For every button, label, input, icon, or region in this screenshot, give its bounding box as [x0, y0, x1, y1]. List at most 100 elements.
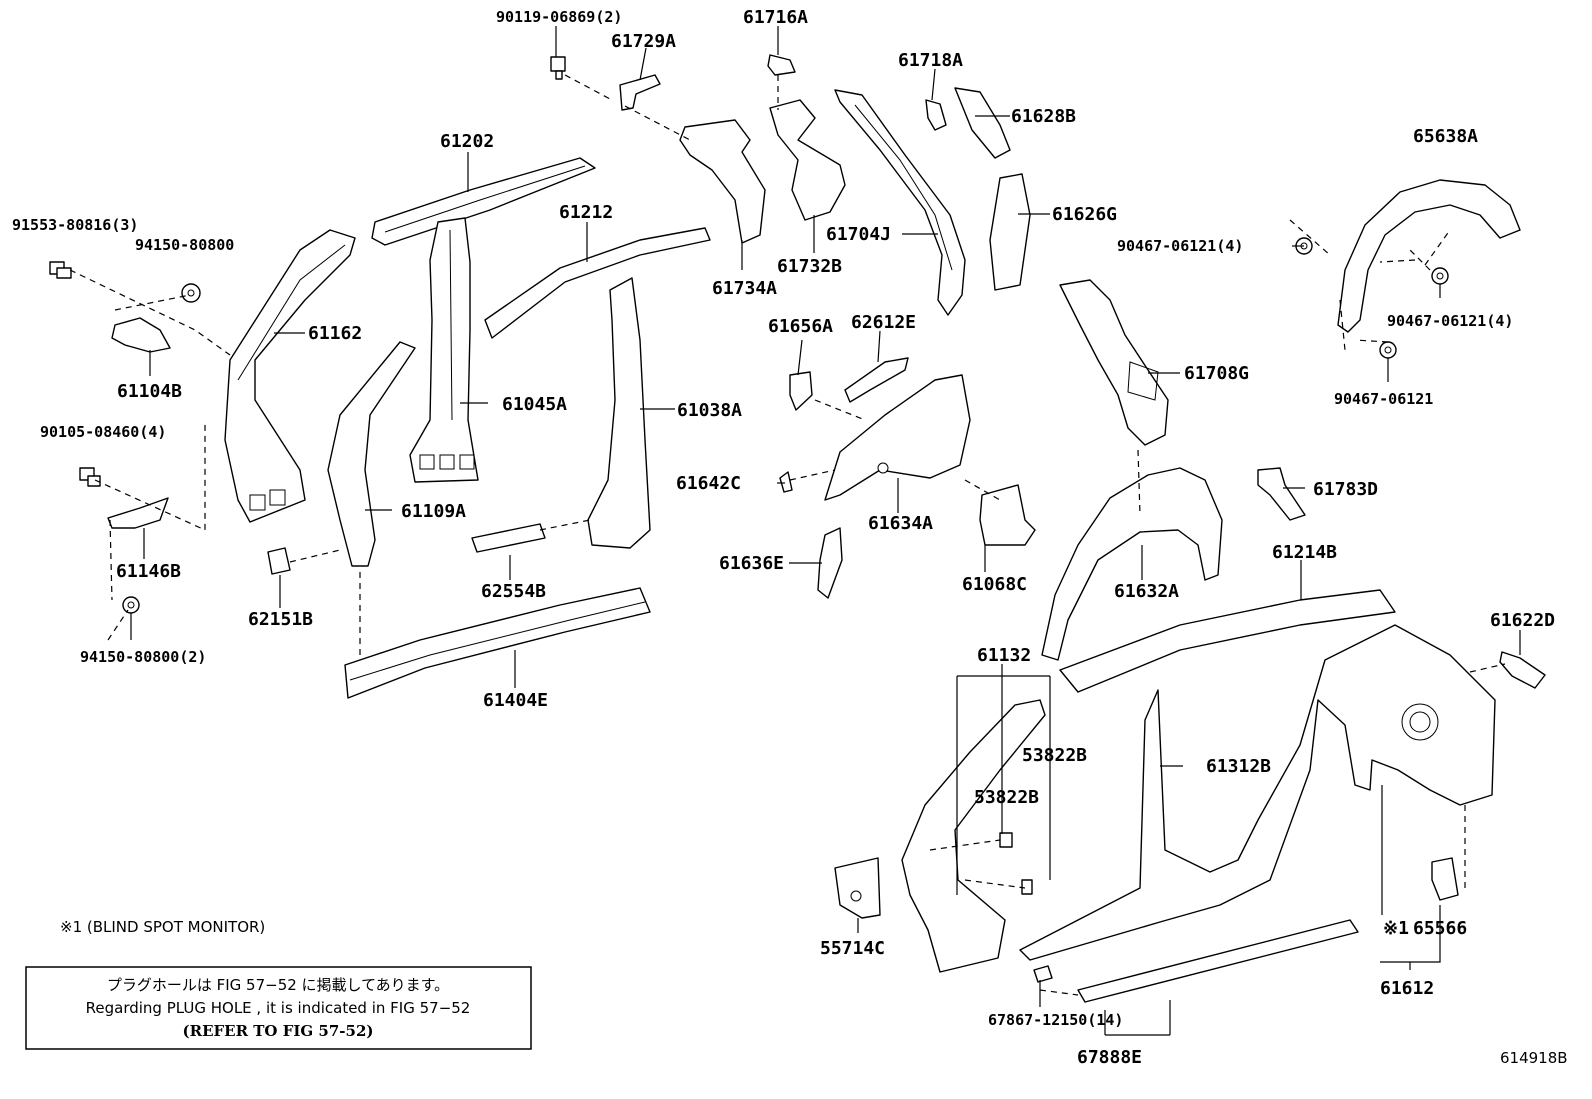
bolt-90105-drawing [79, 467, 101, 487]
footnote-blind-spot-monitor: ※1 (BLIND SPOT MONITOR) [60, 918, 265, 936]
label-53822b-a: 53822B [1022, 745, 1087, 766]
clip-53822b-b-drawing [1021, 879, 1033, 895]
notice-line-ref: (REFER TO FIG 57-52) [183, 1022, 374, 1040]
part-62612e-drawing [844, 357, 909, 403]
bracket-65566-drawing [1431, 857, 1459, 901]
label-61045a: 61045A [502, 394, 567, 415]
label-94150-80800-2: 94150-80800(2) [80, 648, 206, 666]
label-61704j: 61704J [826, 224, 891, 245]
nut-94150-drawing [181, 283, 201, 303]
part-55714c-drawing [834, 857, 881, 919]
liner-65638a-drawing [1337, 179, 1521, 333]
part-61783d-drawing [1257, 467, 1306, 521]
bolt-91553-drawing [49, 261, 72, 279]
clip-61716a-drawing [767, 54, 796, 76]
label-61214b: 61214B [1272, 542, 1337, 563]
label-61716a: 61716A [743, 7, 808, 28]
pillar-61038a-drawing [587, 277, 651, 549]
label-67867-12150: 67867-12150(14) [988, 1011, 1123, 1029]
bracket-61104b-drawing [111, 317, 171, 353]
label-94150-80800: 94150-80800 [135, 236, 234, 254]
center-pillar-61045a-drawing [409, 217, 479, 483]
label-61628b: 61628B [1011, 106, 1076, 127]
label-61634a: 61634A [868, 513, 933, 534]
label-65566-mark: ※1 [1383, 918, 1409, 939]
part-61068c-drawing [979, 484, 1036, 546]
rail-61212-drawing [484, 227, 711, 339]
label-61162: 61162 [308, 323, 362, 344]
part-61718a-drawing [925, 99, 947, 131]
part-61622d-drawing [1499, 651, 1546, 689]
label-65638a: 65638A [1413, 126, 1478, 147]
label-62612e: 62612E [851, 312, 916, 333]
part-61642c-drawing [779, 471, 793, 493]
label-61109a: 61109A [401, 501, 466, 522]
label-90105-08460: 90105-08460(4) [40, 423, 166, 441]
wheelhouse-61634a-drawing [824, 374, 971, 501]
label-61729a: 61729A [611, 31, 676, 52]
part-61628b-drawing [954, 87, 1011, 159]
bracket-61146b-drawing [107, 497, 169, 529]
moulding-67888e-drawing [1077, 919, 1359, 1003]
label-61708g: 61708G [1184, 363, 1249, 384]
label-61068c: 61068C [962, 574, 1027, 595]
notice-line-jp: プラグホールは FIG 57−52 に掲載してあります。 [107, 976, 449, 994]
label-90119-06869: 90119-06869(2) [496, 8, 622, 26]
label-62151b: 62151B [248, 609, 313, 630]
wheelhouse-61632a-drawing [1041, 467, 1223, 661]
bracket-61729a-drawing [619, 74, 661, 111]
label-61783d: 61783D [1313, 479, 1378, 500]
pillar-61109a-drawing [327, 341, 416, 567]
label-61636e: 61636E [719, 553, 784, 574]
pad-62554b-drawing [471, 523, 546, 553]
label-61212: 61212 [559, 202, 613, 223]
plug-hole-notice: プラグホールは FIG 57−52 に掲載してあります。 Regarding P… [25, 966, 532, 1050]
part-61636e-drawing [817, 527, 843, 599]
label-90467-06121-4-b: 90467-06121(4) [1387, 312, 1513, 330]
notice-line-en: Regarding PLUG HOLE , it is indicated in… [86, 999, 471, 1017]
front-pillar-61162-drawing [224, 229, 356, 523]
label-53822b-b: 53822B [974, 787, 1039, 808]
panel-61732b-drawing [769, 99, 846, 221]
rail-61704j-drawing [834, 89, 966, 316]
label-61132: 61132 [977, 645, 1031, 666]
label-61626g: 61626G [1052, 204, 1117, 225]
bolt-90119-drawing [550, 56, 566, 80]
label-61038a: 61038A [677, 400, 742, 421]
label-61656a: 61656A [768, 316, 833, 337]
side-panel-61312b-drawing [1019, 624, 1496, 961]
label-90467-06121: 90467-06121 [1334, 390, 1433, 408]
label-61642c: 61642C [676, 473, 741, 494]
panel-61708g-drawing [1059, 279, 1169, 446]
label-67888e: 67888E [1077, 1047, 1142, 1068]
part-61626g-drawing [989, 173, 1031, 291]
label-61622d: 61622D [1490, 610, 1555, 631]
clip-67867-drawing [1033, 965, 1053, 983]
roof-rail-61214b-drawing [1059, 589, 1396, 693]
clip-53822b-a-drawing [999, 832, 1013, 848]
label-61312b: 61312B [1206, 756, 1271, 777]
label-55714c: 55714C [820, 938, 885, 959]
label-61734a: 61734A [712, 278, 777, 299]
label-62554b: 62554B [481, 581, 546, 602]
clip-90467-c-drawing [1379, 341, 1397, 359]
front-pillar-61132-drawing [901, 699, 1046, 973]
label-61146b: 61146B [116, 561, 181, 582]
label-65566: 65566 [1413, 918, 1467, 939]
part-61656a-drawing [789, 371, 813, 411]
pad-62151b-drawing [267, 547, 291, 575]
label-61732b: 61732B [777, 256, 842, 277]
label-61718a: 61718A [898, 50, 963, 71]
clip-90467-b-drawing [1431, 267, 1449, 285]
nut-94150-2-drawing [122, 596, 140, 614]
label-61632a: 61632A [1114, 581, 1179, 602]
figure-code: 614918B [1500, 1049, 1568, 1067]
rocker-61404e-drawing [344, 587, 651, 699]
label-61404e: 61404E [483, 690, 548, 711]
label-61202: 61202 [440, 131, 494, 152]
label-61104b: 61104B [117, 381, 182, 402]
roof-rail-61202-drawing [371, 157, 596, 246]
label-61612: 61612 [1380, 978, 1434, 999]
label-90467-06121-4-a: 90467-06121(4) [1117, 237, 1243, 255]
